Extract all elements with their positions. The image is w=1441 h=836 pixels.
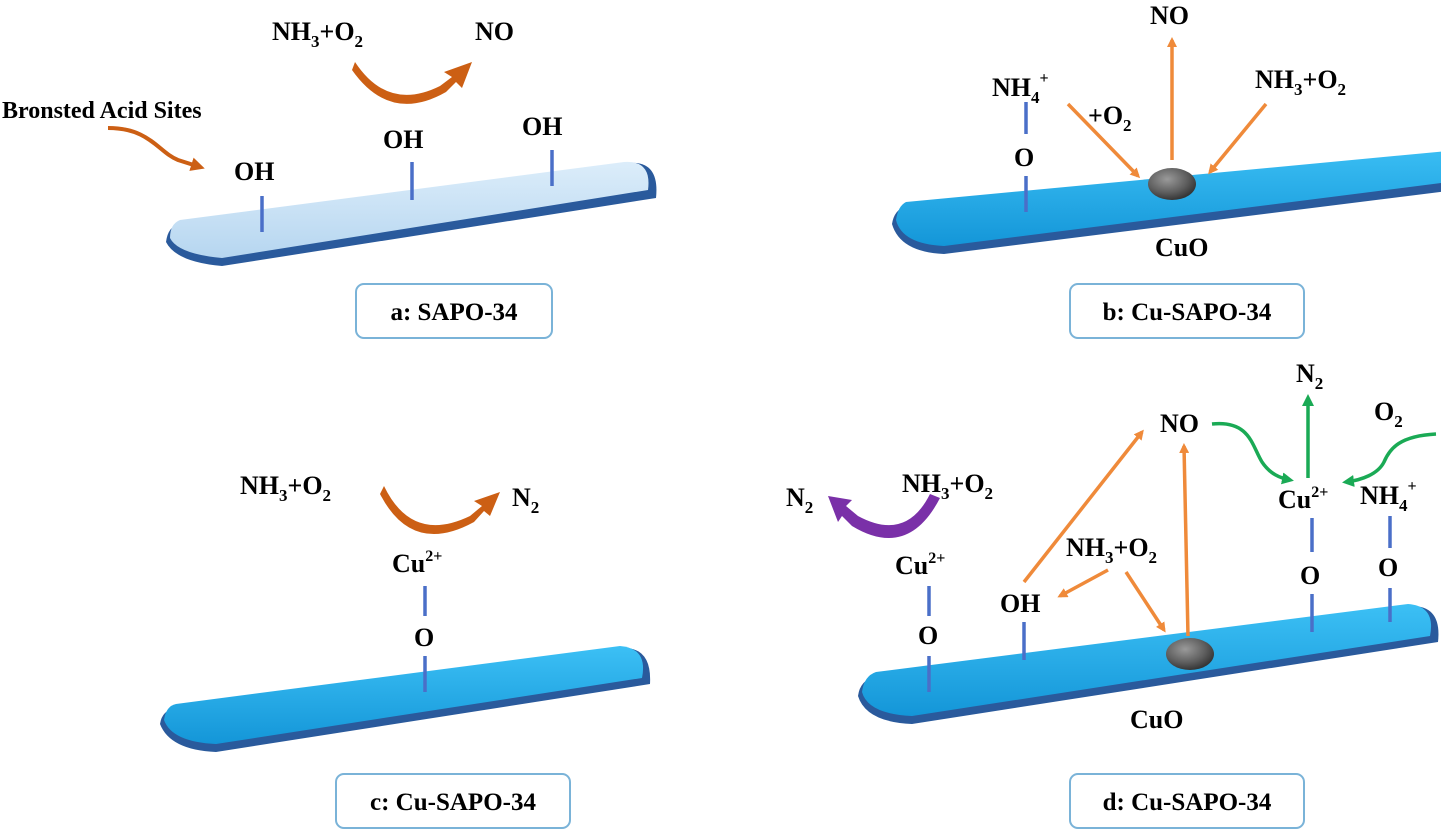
caption: d: Cu-SAPO-34 — [1103, 789, 1272, 816]
curved-arrow — [107, 126, 205, 171]
panel-d: O Cu2+ N2 NH3+O2 OH NH3+O2 NO CuO Cu2+ O… — [786, 359, 1439, 829]
straight-arrow — [1022, 429, 1144, 584]
straight-arrow — [1124, 571, 1166, 633]
caption-box — [1069, 773, 1305, 829]
curved-arrow — [352, 62, 472, 104]
oh-label: OH — [522, 112, 562, 141]
panel-a: OH OH OH Bronsted Acid Sites NH3+O2 NO a… — [2, 17, 657, 339]
no-label: NO — [1160, 409, 1199, 438]
curved-arrow — [828, 494, 940, 539]
cuo-particle — [1148, 168, 1196, 200]
curved-arrow — [1211, 421, 1294, 485]
reactant-label: NH3+O2 — [1255, 65, 1346, 99]
cu-label: Cu2+ — [895, 550, 945, 580]
panel-c: O Cu2+ NH3+O2 N2 c: Cu-SAPO-34 — [160, 471, 651, 829]
n2-label: N2 — [1296, 359, 1323, 393]
o-label: O — [414, 623, 434, 652]
caption: b: Cu-SAPO-34 — [1103, 299, 1272, 326]
product-label: NO — [475, 17, 514, 46]
o-label: O — [918, 621, 938, 650]
o-label: O — [1378, 553, 1398, 582]
straight-arrow — [1179, 443, 1190, 637]
nh4-label: NH4+ — [992, 70, 1049, 107]
nh4-label: NH4+ — [1360, 478, 1417, 515]
reactant-label: NH3+O2 — [1066, 533, 1157, 567]
straight-arrow — [1057, 568, 1109, 598]
product-label: N2 — [512, 483, 539, 517]
oh-label: OH — [383, 125, 423, 154]
caption: a: SAPO-34 — [390, 299, 518, 326]
plus-o2-label: +O2 — [1088, 101, 1132, 135]
n2-label: N2 — [786, 483, 813, 517]
bronsted-label: Bronsted Acid Sites — [2, 98, 202, 124]
sapo-slab-top — [164, 646, 644, 744]
curved-arrow — [380, 486, 500, 535]
reactant-label: NH3+O2 — [272, 17, 363, 51]
cu-label: Cu2+ — [1278, 484, 1328, 514]
straight-arrow — [1066, 102, 1141, 179]
caption: c: Cu-SAPO-34 — [370, 789, 536, 816]
o-label: O — [1014, 143, 1034, 172]
o2-label: O2 — [1374, 397, 1403, 431]
cu-label: Cu2+ — [392, 548, 442, 578]
cuo-label: CuO — [1155, 233, 1208, 262]
oh-label: OH — [1000, 589, 1040, 618]
caption-box — [355, 283, 553, 339]
sapo-slab-top — [862, 604, 1432, 716]
reactant-label: NH3+O2 — [902, 469, 993, 503]
straight-arrow — [1208, 102, 1268, 175]
caption-box — [335, 773, 571, 829]
reactant-label: NH3+O2 — [240, 471, 331, 505]
caption-box — [1069, 283, 1305, 339]
o-label: O — [1300, 561, 1320, 590]
cuo-particle — [1166, 638, 1214, 670]
oh-label: OH — [234, 157, 274, 186]
panel-b: O NH4+ +O2 NO NH3+O2 CuO b: Cu-SAPO-34 — [892, 1, 1441, 339]
no-label: NO — [1150, 1, 1189, 30]
sapo-slab-top — [170, 161, 649, 258]
cuo-label: CuO — [1130, 705, 1183, 734]
curved-arrow — [1342, 432, 1437, 487]
